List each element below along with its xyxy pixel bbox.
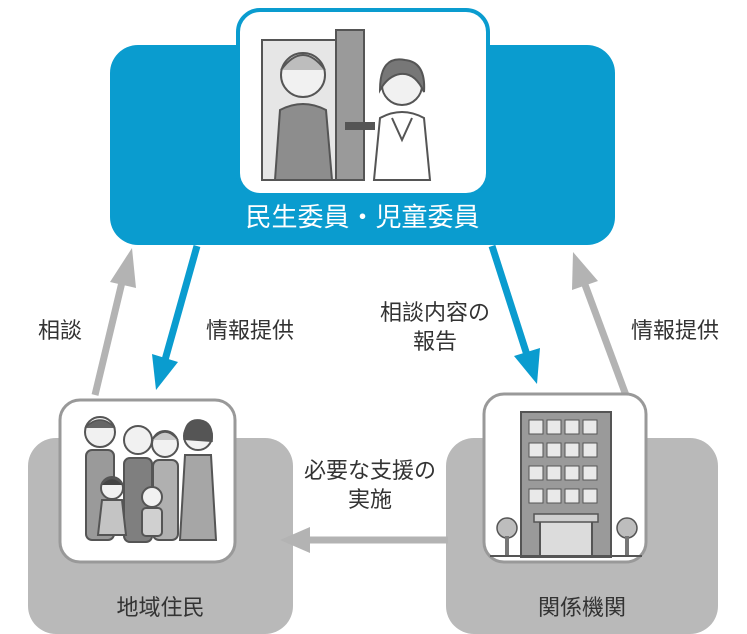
agencies-title: 関係機関 [537, 596, 626, 621]
label-agencies-to-committee: 情報提供 [630, 319, 719, 344]
arrow-residents-to-committee [91, 248, 136, 396]
arrow-committee-to-agencies [488, 244, 540, 384]
label-committee-to-residents: 情報提供 [205, 319, 294, 344]
door-visit-illustration [236, 8, 490, 197]
office-building-illustration [482, 392, 648, 564]
label-committee-to-agencies-line1: 相談内容の [379, 301, 490, 326]
residents-title: 地域住民 [116, 596, 205, 621]
arrow-committee-to-residents [152, 245, 201, 390]
label-agencies-to-residents-line2: 実施 [347, 487, 392, 513]
label-residents-to-committee: 相談 [37, 319, 82, 344]
committee-title: 民生委員・児童委員 [245, 203, 480, 233]
label-agencies-to-residents: 必要な支援の 実施 [295, 458, 445, 515]
label-agencies-to-residents-line1: 必要な支援の [303, 459, 436, 484]
label-committee-to-agencies: 相談内容の 報告 [365, 300, 505, 357]
arrow-agencies-to-residents [280, 527, 448, 553]
label-committee-to-agencies-line2: 報告 [412, 329, 457, 355]
arrow-agencies-to-committee [572, 252, 631, 400]
family-illustration [58, 398, 237, 564]
